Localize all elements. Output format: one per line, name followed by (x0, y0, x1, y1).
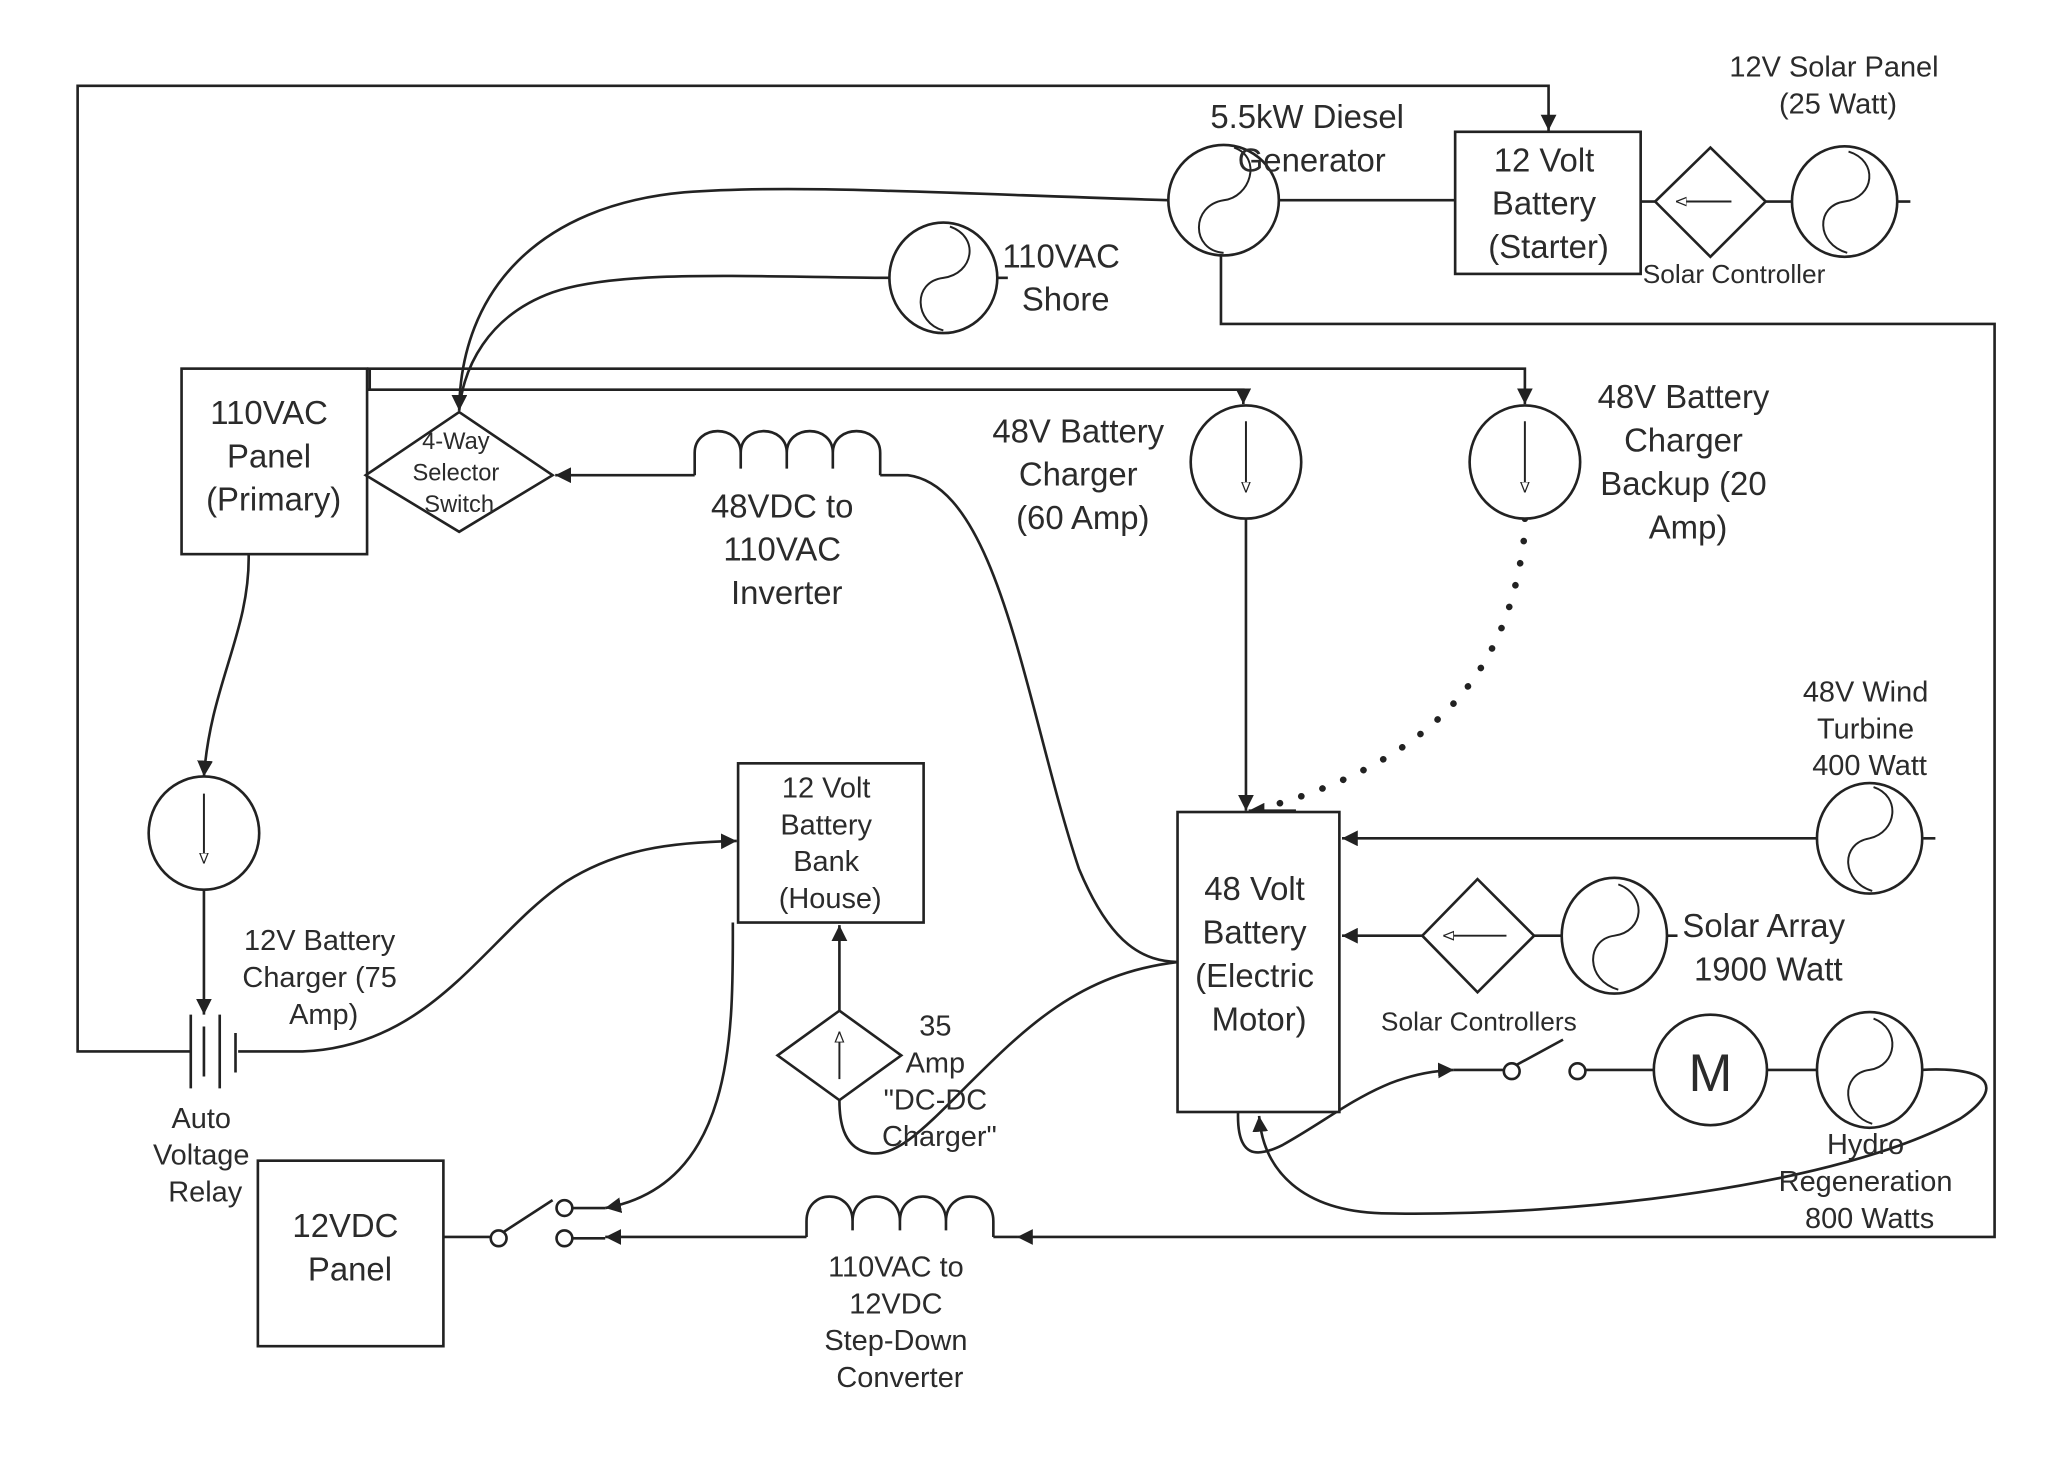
wire-relay-housebank (238, 833, 737, 1053)
wire-relay-to-starter (76, 84, 1557, 1053)
starter-battery-box (1453, 130, 1642, 276)
auto-voltage-relay-symbol (189, 1014, 237, 1089)
shore-label: 110VAC Shore (1002, 237, 1129, 317)
hydro-label: Hydro Regeneration 800 Watts (1779, 1129, 1961, 1235)
solar-controller-12v-label: Solar Controller (1643, 259, 1826, 289)
dcdc-label: 35 Amp "DC-DC Charger" (882, 1011, 997, 1154)
dc-panel-label: 12VDC Panel (292, 1207, 407, 1287)
battery-48v-box (1176, 810, 1341, 1114)
selector-switch-diamond (363, 410, 556, 534)
wire-housebank-switch (604, 922, 735, 1213)
hydro-generator-symbol (1815, 1010, 1924, 1130)
solar-panel-12v-symbol (1790, 144, 1899, 259)
motor-symbol (1652, 1013, 1769, 1127)
shore-power-symbol (888, 221, 1008, 335)
house-bank-label: 12 Volt Battery Bank (House) (779, 773, 882, 916)
dcdc-charger-symbol (775, 1009, 904, 1102)
wire-panel-charger (367, 388, 1252, 405)
wire-battery48-motorswitch (1236, 1062, 1454, 1154)
wire-backup-charger-battery48-dotted (1259, 515, 1529, 812)
stepdown-coil (805, 1195, 995, 1237)
inverter-coil (693, 429, 882, 476)
wire-generator-selector (451, 187, 1169, 411)
ac-panel-box (180, 367, 369, 556)
charger-12v-label: 12V Battery Charger (75 Amp) (242, 925, 404, 1031)
solar-panel-12v-label: 12V Solar Panel (25 Watt) (1729, 52, 1946, 121)
motor-switch-symbol (1502, 1038, 1587, 1081)
solar-controllers-label: Solar Controllers (1381, 1006, 1577, 1036)
solar-array-label: Solar Array 1900 Watt (1682, 907, 1854, 987)
generator-label: 5.5kW Diesel Generator (1210, 98, 1413, 178)
generator-symbol (1167, 143, 1281, 257)
solar-array-controller-symbol (1420, 877, 1536, 995)
starter-battery-label: 12 Volt Battery (Starter) (1488, 141, 1609, 265)
charger-48v-backup-label: 48V Battery Charger Backup (20 Amp) (1598, 378, 1779, 545)
charger-48v-symbol (1189, 404, 1303, 520)
solar-controller-12v-symbol (1653, 145, 1768, 259)
relay-label: Auto Voltage Relay (153, 1103, 258, 1209)
dc-panel-selector-switch (489, 1198, 606, 1248)
wire-generator-stepdown (1017, 255, 1996, 1245)
charger-12v-symbol (147, 775, 261, 891)
wire-inverter-battery48 (880, 473, 1178, 964)
wire-hydro-loop-back (1252, 1068, 1988, 1215)
wire-panel-backup-charger (367, 367, 1533, 405)
wind-turbine-symbol (1815, 781, 1924, 895)
battery-48v-label: 48 Volt Battery (Electric Motor) (1195, 870, 1323, 1037)
wire-panel-charger12v (197, 554, 250, 777)
wire-battery48-dcdc (838, 960, 1178, 1155)
wire-shore-selector (457, 274, 890, 411)
stepdown-label: 110VAC to 12VDC Step-Down Converter (824, 1251, 975, 1394)
inverter-label: 48VDC to 110VAC Inverter (711, 487, 863, 611)
wind-turbine-label: 48V Wind Turbine 400 Watt (1803, 677, 1937, 783)
ac-panel-label: 110VAC Panel (Primary) (206, 394, 341, 518)
solar-array-symbol (1560, 876, 1669, 995)
charger-48v-label: 48V Battery Charger (60 Amp) (992, 412, 1173, 536)
dc-panel-box (256, 1159, 445, 1348)
house-battery-bank-box (736, 762, 925, 924)
selector-switch-label: 4-Way Selector Switch (412, 429, 505, 518)
motor-label: M (1688, 1044, 1732, 1103)
charger-48v-backup-symbol (1468, 404, 1582, 520)
